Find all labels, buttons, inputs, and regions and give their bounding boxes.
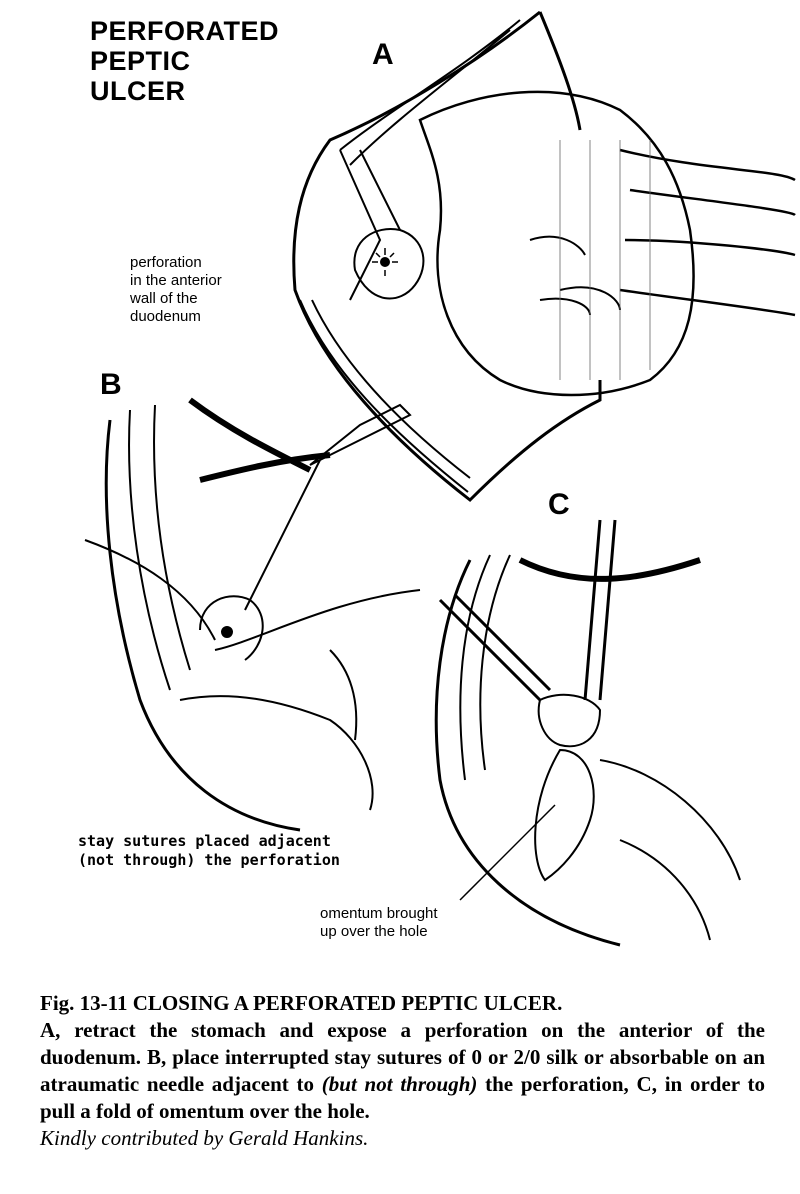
panel-b-drawing bbox=[84, 397, 421, 832]
panel-b-label: stay sutures placed adjacent (not throug… bbox=[78, 832, 340, 870]
panel-a-drawing bbox=[292, 10, 796, 502]
label-line: duodenum bbox=[130, 308, 201, 325]
caption-heading: Fig. 13-11 CLOSING A PERFORATED PEPTIC U… bbox=[40, 991, 563, 1015]
caption-text: A, retract the stomach and expose a perf… bbox=[40, 1018, 765, 1096]
label-line: stay sutures placed adjacent bbox=[78, 832, 331, 850]
figure-title: PERFORATED PEPTIC ULCER bbox=[90, 16, 279, 106]
surgical-illustration bbox=[84, 10, 796, 947]
panel-a-letter: A bbox=[372, 38, 394, 71]
title-line: PERFORATED bbox=[90, 16, 280, 46]
label-line: omentum brought bbox=[320, 905, 438, 922]
title-line: ULCER bbox=[90, 76, 186, 106]
figure-caption: Fig. 13-11 CLOSING A PERFORATED PEPTIC U… bbox=[40, 990, 765, 1152]
label-line: up over the hole bbox=[320, 923, 428, 940]
panel-c-label: omentum brought up over the hole bbox=[320, 905, 438, 941]
panel-c-letter: C bbox=[548, 488, 570, 521]
label-line: (not through) the perforation bbox=[78, 851, 340, 869]
label-line: in the anterior bbox=[130, 272, 222, 289]
caption-body: A, retract the stomach and expose a perf… bbox=[40, 1018, 765, 1123]
panel-b-letter: B bbox=[100, 368, 122, 401]
caption-credit: Kindly contributed by Gerald Hankins. bbox=[40, 1126, 369, 1150]
label-line: perforation bbox=[130, 254, 202, 271]
label-line: wall of the bbox=[130, 290, 198, 307]
caption-emphasis: (but not through) bbox=[321, 1072, 478, 1096]
panel-a-label: perforation in the anterior wall of the … bbox=[130, 254, 222, 326]
panel-c-drawing bbox=[434, 519, 741, 947]
title-line: PEPTIC bbox=[90, 46, 191, 76]
caption-text: the perforation, C, in order to pull a f… bbox=[40, 1072, 765, 1123]
